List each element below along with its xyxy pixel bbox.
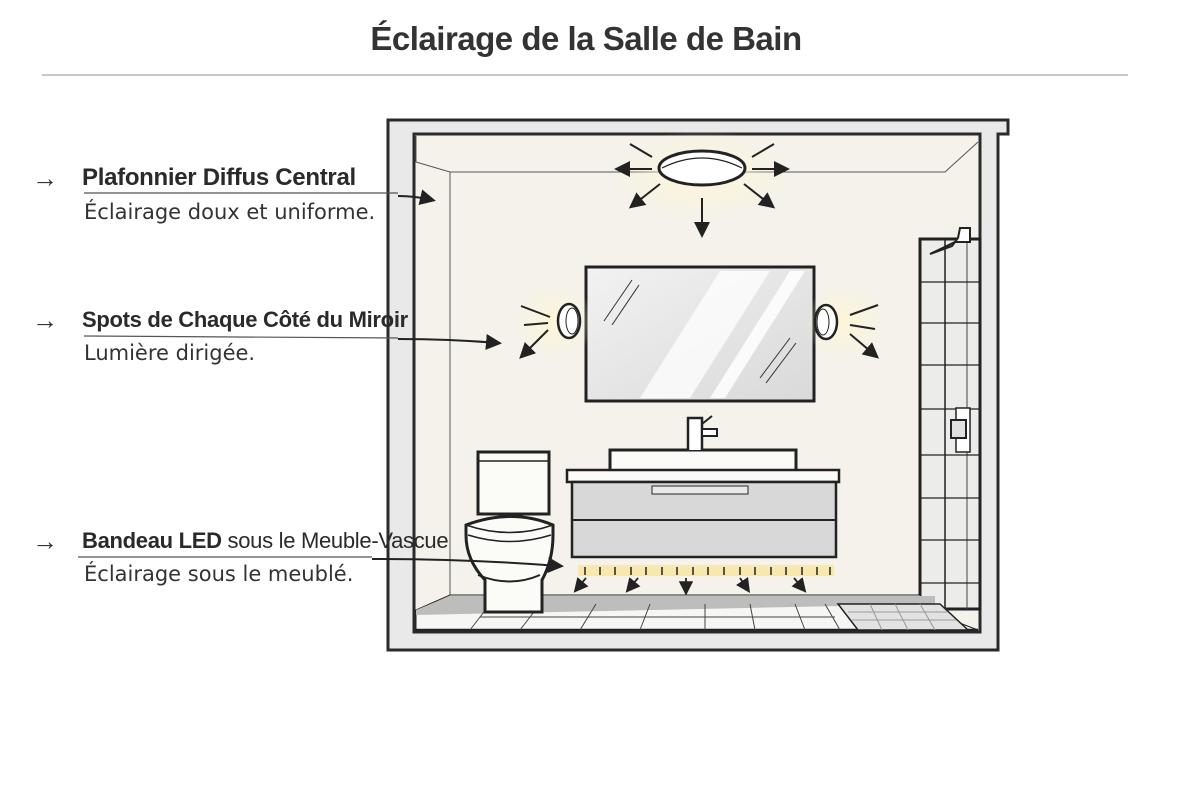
ceiling-light-icon	[612, 130, 792, 238]
vanity-cabinet-icon	[565, 468, 841, 559]
title-divider	[42, 74, 1128, 76]
mirror-icon	[584, 265, 816, 403]
arrow-right-icon: →	[32, 163, 58, 193]
left-wall-spot-icon	[515, 284, 595, 360]
shower-head-icon	[929, 227, 971, 255]
page-title: Éclairage de la Salle de Bain	[370, 20, 802, 57]
callout-description: Éclairage doux et uniforme.	[84, 200, 376, 224]
arrow-right-icon: →	[32, 305, 58, 335]
callout-led-strip: → Bandeau LED sous le Meuble-Vascue Écla…	[32, 526, 449, 586]
right-wall-spot-icon	[805, 284, 885, 360]
callout-title: Plafonnier Diffus Central	[82, 164, 356, 191]
shower-valve-icon	[950, 407, 971, 453]
callout-mirror-spots: → Spots de Chaque Côté du Miroir Lumière…	[32, 307, 408, 365]
callout-description: Éclairage sous le meublé.	[84, 562, 354, 586]
callout-title-rest: sous le Meuble-Vascue	[221, 528, 449, 553]
callout-title-bold: Bandeau LED	[82, 528, 222, 553]
callout-description: Lumière dirigée.	[84, 341, 256, 365]
callout-title: Spots de Chaque Côté du Miroir	[82, 307, 408, 332]
shower-drain-grate-icon	[836, 603, 970, 631]
callout-ceiling-light: → Plafonnier Diffus Central Éclairage do…	[32, 164, 375, 224]
vessel-sink-icon	[608, 448, 798, 474]
callout-leader-lines	[78, 189, 564, 574]
toilet-icon	[464, 450, 555, 614]
faucet-icon	[686, 415, 718, 450]
arrow-right-icon: →	[32, 526, 58, 556]
led-strip-icon	[573, 565, 834, 596]
callout-title: Bandeau LED sous le Meuble-Vascue	[82, 528, 449, 554]
